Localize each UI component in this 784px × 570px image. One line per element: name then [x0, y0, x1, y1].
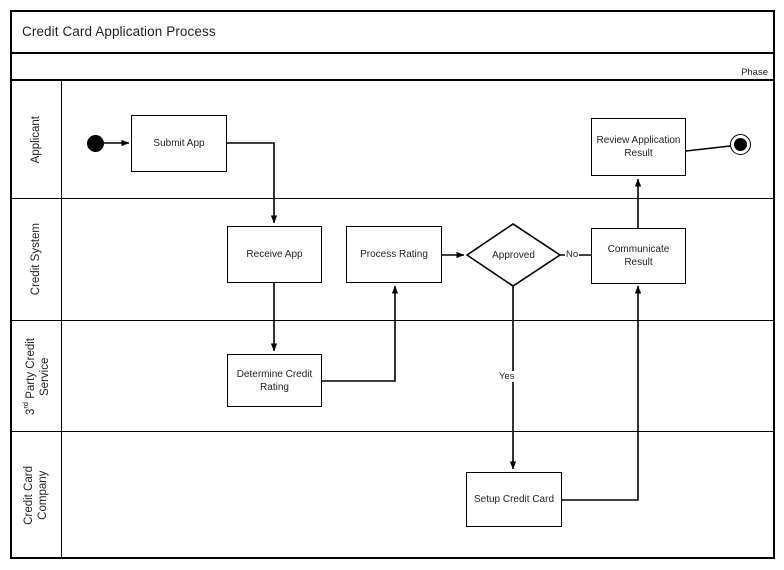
- lane-header-third-party-credit-service: 3rd Party Credit Service: [10, 321, 62, 431]
- start-event: [87, 135, 104, 152]
- lane-label-applicant: Applicant: [29, 115, 42, 164]
- decision-approved-label[interactable]: Approved: [492, 250, 535, 261]
- lane-header-credit-system: Credit System: [10, 199, 62, 320]
- lane-label-credit-card-company: Credit Card Company: [22, 466, 49, 525]
- lane-credit-card-company: Credit Card Company: [10, 432, 775, 559]
- end-event: [730, 134, 751, 155]
- task-process-rating[interactable]: Process Rating: [346, 226, 442, 283]
- phase-header-row: Phase: [10, 54, 775, 81]
- page-title: Credit Card Application Process: [22, 23, 216, 39]
- task-submit-app[interactable]: Submit App: [131, 115, 227, 172]
- lane-label-credit-system: Credit System: [29, 223, 42, 296]
- edge-label-no: No: [565, 249, 580, 260]
- lane-label-superscript: rd: [21, 401, 31, 409]
- task-communicate-result[interactable]: Communicate Result: [591, 228, 686, 284]
- lane-label-third-party-credit-service: 3rd Party Credit Service: [19, 338, 52, 415]
- lane-label-rest: Party Credit Service: [24, 337, 51, 399]
- task-setup-credit-card[interactable]: Setup Credit Card: [466, 472, 562, 527]
- lane-header-credit-card-company: Credit Card Company: [10, 432, 62, 559]
- end-event-inner-dot: [734, 138, 747, 151]
- diagram-outer-frame: [10, 10, 775, 559]
- lane-header-applicant: Applicant: [10, 81, 62, 198]
- phase-label: Phase: [741, 67, 768, 78]
- task-receive-app[interactable]: Receive App: [227, 226, 322, 283]
- diagram-title-bar: Credit Card Application Process: [10, 10, 775, 54]
- lane-applicant: Applicant: [10, 81, 775, 199]
- lane-label-prefix: 3: [24, 408, 37, 415]
- task-review-application-result[interactable]: Review Application Result: [591, 118, 686, 176]
- task-determine-credit-rating[interactable]: Determine Credit Rating: [227, 354, 322, 407]
- edge-label-yes: Yes: [498, 371, 516, 382]
- lane-third-party-credit-service: 3rd Party Credit Service: [10, 321, 775, 432]
